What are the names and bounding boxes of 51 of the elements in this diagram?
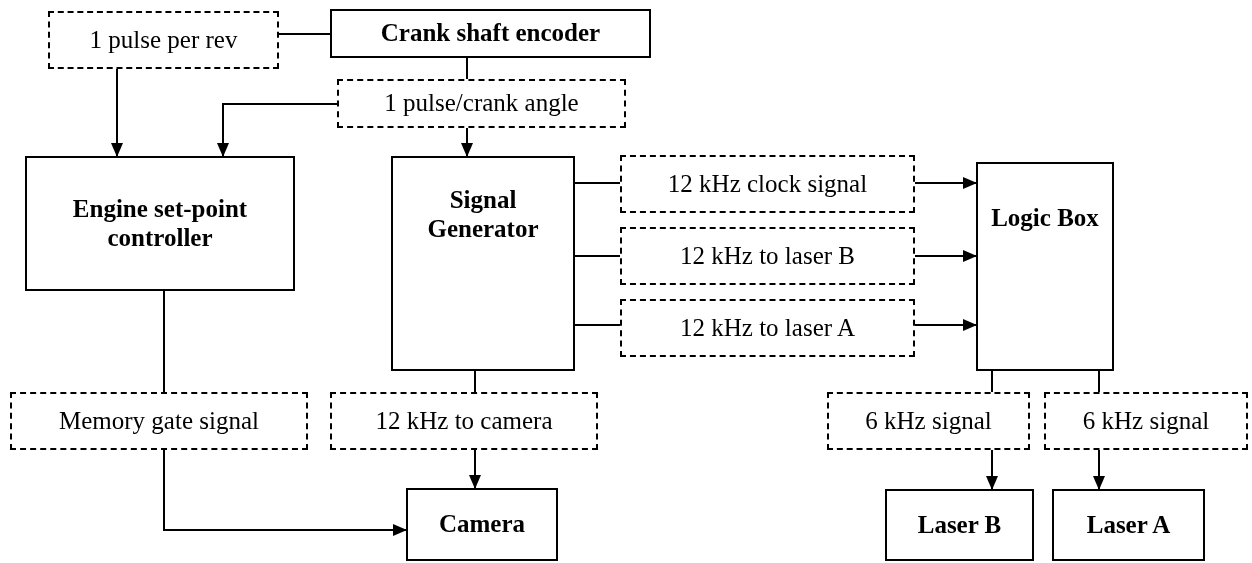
box-label: Camera [437,510,527,539]
connector-line [163,290,165,393]
box-label: 6 kHz signal [1081,406,1211,436]
arrow [111,68,123,157]
box-label: 12 kHz to laser B [679,241,856,271]
connector-line [466,57,468,80]
box-label: Engine set-point controller [71,194,249,253]
signal-box [10,392,308,450]
connector-line [991,370,993,393]
signal-box [620,155,915,213]
connector-line [574,324,621,326]
box-label: 1 pulse per rev [88,25,239,55]
box-label: 12 kHz to camera [374,406,554,436]
arrow [461,127,473,157]
box-label: Signal Generator [426,186,540,244]
arrow [217,103,338,157]
box-label: 1 pulse/crank angle [383,89,580,118]
box-label: Logic Box [990,204,1100,233]
box-label: Crank shaft encoder [379,19,602,48]
connector-line [574,255,621,257]
box-label: Laser B [916,510,1003,540]
box-label: Memory gate signal [58,406,260,436]
signal-box [620,299,915,357]
arrow [914,250,977,262]
process-box [330,9,651,58]
box-label: 6 kHz signal [864,406,993,436]
arrow [914,177,977,189]
signal-box [1044,392,1248,450]
connector-line [278,33,331,35]
signal-box [827,392,1030,450]
signal-box [330,392,598,450]
arrow [1093,449,1105,490]
arrow [469,449,481,489]
arrow [986,449,998,490]
connector-line [1098,370,1100,393]
arrow [163,449,407,536]
box-label: 12 kHz to laser A [679,313,856,343]
process-box [885,489,1034,561]
process-box [25,156,295,291]
connector-line [474,370,476,393]
process-box [976,162,1114,371]
signal-box [337,79,626,128]
process-box [391,156,575,371]
process-box [406,488,558,561]
box-label: Laser A [1085,510,1172,540]
signal-box [620,227,915,285]
process-box [1052,489,1205,561]
box-label: 12 kHz clock signal [666,169,869,199]
signal-box [48,11,279,69]
arrow [914,319,977,331]
connector-line [574,182,621,184]
